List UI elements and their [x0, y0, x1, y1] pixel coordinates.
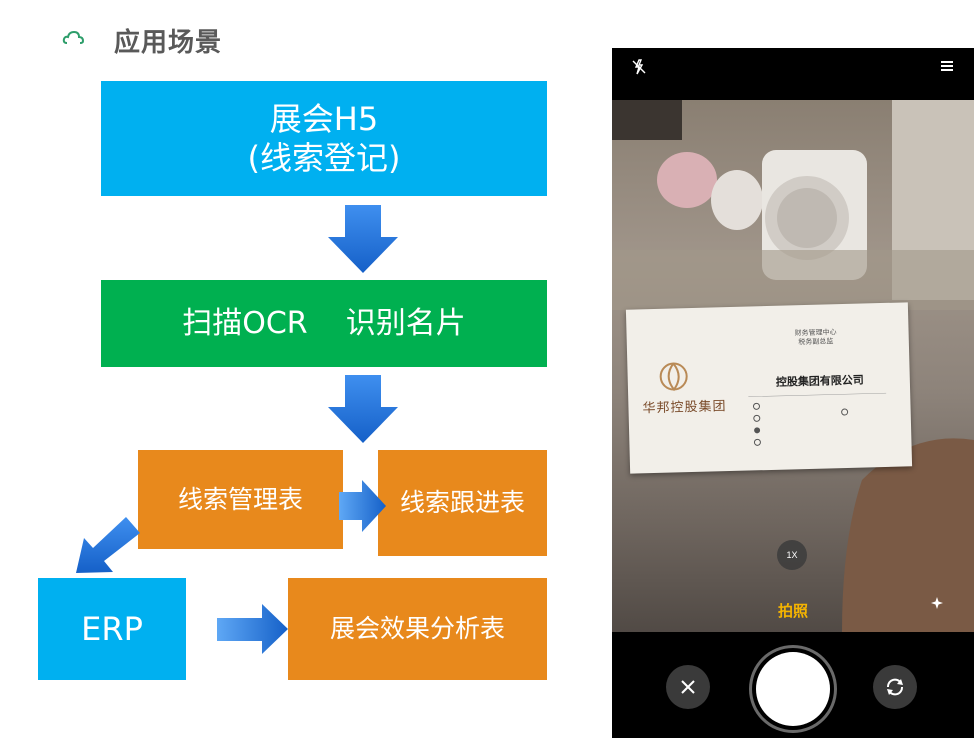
h5-box-label-line2: (线索登记) — [247, 138, 401, 177]
card-company-name: 控股集团有限公司 — [775, 373, 864, 389]
lead-management-label: 线索管理表 — [177, 484, 303, 514]
close-button[interactable] — [666, 665, 710, 709]
card-job-title: 财务管理中心 税务副总监 — [794, 328, 836, 347]
ocr-scan-box: 扫描OCR 识别名片 — [101, 280, 547, 367]
zoom-level-button[interactable]: 1X — [777, 540, 807, 570]
business-card-image: 华邦控股集团 财务管理中心 税务副总监 控股集团有限公司 — [625, 302, 913, 474]
section-title: 应用场景 — [114, 28, 223, 58]
sparkle-icon[interactable] — [930, 596, 944, 610]
card-contact-lines — [748, 392, 887, 446]
arrow-right-icon — [339, 480, 386, 532]
flow-arrows — [76, 205, 398, 654]
arrow-down-left-icon — [76, 517, 140, 573]
erp-label: ERP — [81, 609, 143, 648]
h5-box-label-line1: 展会H5 — [269, 100, 379, 139]
ocr-box-label: 扫描OCR 识别名片 — [182, 305, 466, 341]
lead-follow-up-label: 线索跟进表 — [399, 488, 525, 517]
exhibition-analysis-box: 展会效果分析表 — [288, 578, 547, 680]
room-background-image — [612, 100, 974, 632]
photo-mode-label[interactable]: 拍照 — [777, 602, 808, 620]
close-icon — [681, 680, 695, 694]
card-title-line2: 税务副总监 — [798, 337, 834, 347]
flash-off-icon[interactable] — [630, 58, 648, 76]
menu-icon[interactable] — [940, 59, 954, 73]
camera-preview: 华邦控股集团 财务管理中心 税务副总监 控股集团有限公司 — [612, 100, 974, 632]
exhibition-analysis-label: 展会效果分析表 — [329, 614, 505, 643]
lead-management-box: 线索管理表 — [138, 450, 343, 549]
lead-follow-up-box: 线索跟进表 — [378, 450, 547, 556]
cloud-icon — [62, 30, 85, 44]
shutter-button[interactable] — [756, 652, 830, 726]
arrow-down-icon — [328, 375, 398, 443]
arrow-down-icon — [328, 205, 398, 273]
switch-camera-button[interactable] — [873, 665, 917, 709]
arrow-right-icon — [217, 604, 288, 654]
phone-camera-screen: 华邦控股集团 财务管理中心 税务副总监 控股集团有限公司 1X 拍照 — [612, 48, 974, 738]
h5-lead-registration-box: 展会H5 (线索登记) — [101, 81, 547, 196]
switch-camera-icon — [887, 678, 903, 696]
erp-box: ERP — [38, 578, 186, 680]
company-logo-icon — [659, 362, 688, 392]
card-logo-text: 华邦控股集团 — [642, 399, 727, 417]
